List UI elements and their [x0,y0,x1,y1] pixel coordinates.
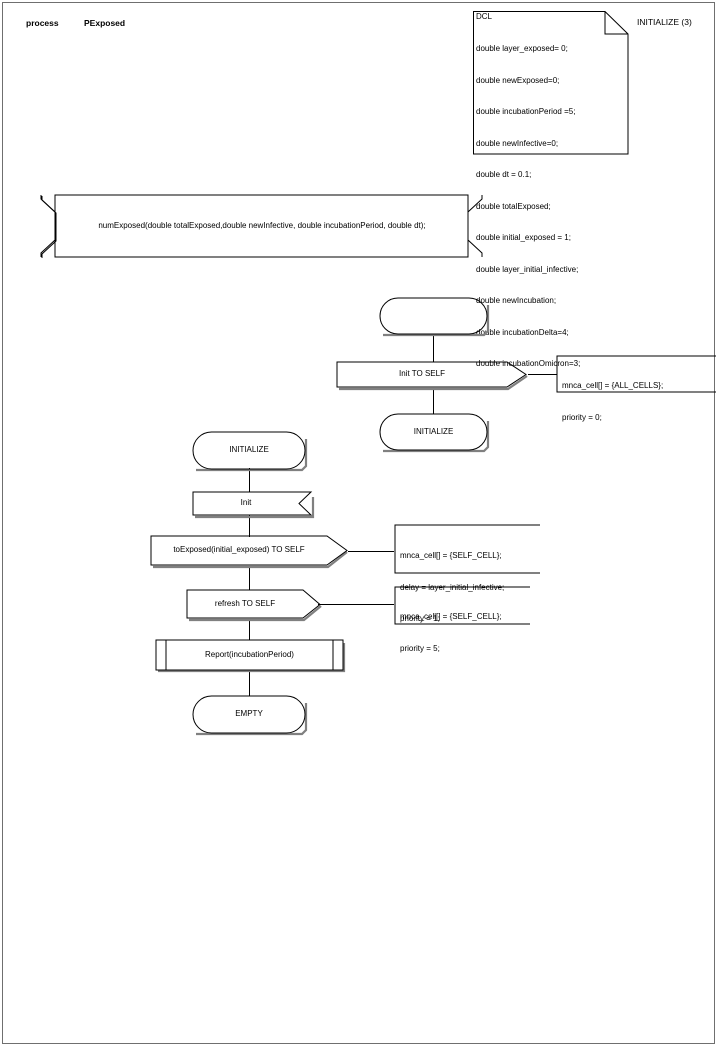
connector-output2-to-call [249,619,250,640]
declaration-line: double layer_exposed= 0; [476,44,568,53]
comment-line: priority = 5; [400,643,440,653]
declaration-title: DCL [476,12,493,21]
output-to-exposed-label: toExposed(initial_exposed) TO SELF [173,545,305,555]
procedure-call-report: Report(incubationPeriod) [155,639,347,673]
connector-input-to-output1 [249,515,250,537]
declaration-line: double dt = 0.1; [476,170,532,179]
input-init: Init [192,491,318,519]
state-empty-shape [192,695,308,736]
procedure-declaration-outline [40,194,483,258]
comment-refresh: mnca_cell[] = {SELF_CELL}; priority = 5; [394,586,530,653]
declaration-line: double layer_initial_infective; [476,264,579,274]
comment-init-to-self-shape [556,355,716,393]
connector-call-to-end [249,670,250,696]
procedure-declaration-text: numExposed(double totalExposed,double ne… [98,220,426,230]
input-init-shape [192,491,315,519]
connector-output1-to-output2 [249,567,250,590]
declaration-line: double newIncubation; [476,296,557,305]
output-refresh: refresh TO SELF [186,589,326,622]
output-to-exposed: toExposed(initial_exposed) TO SELF [150,535,352,569]
connector-state-to-input [249,468,250,492]
state-initialize-a-label: INITIALIZE [413,426,454,436]
state-initialize-b-label: INITIALIZE [229,445,269,455]
connector-start-to-output [433,334,434,362]
comment-line: priority = 1; [400,614,440,623]
declaration-line: double incubationPeriod =5; [476,107,576,116]
process-keyword: process [26,18,59,28]
connector-output-to-state [433,388,434,414]
connector-output2-to-comment [318,604,394,605]
state-initialize-b: INITIALIZE [192,431,310,472]
declaration-line: double newInfective=0; [476,138,559,148]
state-initialize-a-shape [379,413,490,453]
comment-init-to-self: mnca_cell[] = {ALL_CELLS}; priority = 0; [556,355,716,422]
state-initialize-b-shape [192,431,308,472]
state-empty-label: EMPTY [235,709,263,719]
comment-line: mnca_cell[] = {ALL_CELLS}; [562,381,664,390]
declaration-line: double incubationOmicron=3; [476,359,581,368]
comment-init-to-self-lines: mnca_cell[] = {ALL_CELLS}; priority = 0; [562,360,663,444]
procedure-call-report-label: Report(incubationPeriod) [205,649,294,659]
comment-refresh-shape [394,586,530,625]
output-to-exposed-shape [150,535,348,569]
output-refresh-label: refresh TO SELF [214,598,276,608]
procedure-call-report-shape [155,639,346,673]
declaration-block: DCL double layer_exposed= 0; double newE… [472,10,632,368]
declaration-block-outline [473,11,629,155]
process-name: PExposed [84,18,126,28]
start-state-shape [379,297,490,337]
output-init-to-self: Init TO SELF [336,361,532,391]
output-init-to-self-shape [336,361,528,391]
comment-to-exposed: mnca_cell[] = {SELF_CELL}; delay = layer… [394,524,540,623]
declaration-line: double initial_exposed = 1; [476,233,571,242]
comment-line: mnca_cell[] = {SELF_CELL}; [400,612,502,621]
state-empty: EMPTY [192,695,310,736]
declaration-line: double newExposed=0; [476,75,560,85]
output-refresh-shape [186,589,322,622]
comment-refresh-lines: mnca_cell[] = {SELF_CELL}; priority = 5; [400,591,502,675]
start-state [379,297,492,337]
state-initialize-a: INITIALIZE [379,413,492,453]
output-init-to-self-label: Init TO SELF [399,369,445,379]
page-label: INITIALIZE (3) [637,17,692,27]
input-init-label: Init [240,498,252,508]
procedure-declaration-block: numExposed(double totalExposed,double ne… [38,193,486,261]
comment-to-exposed-shape [394,524,540,574]
comment-line: mnca_cell[] = {SELF_CELL}; [400,551,502,560]
declaration-line: double totalExposed; [476,201,551,211]
connector-output1-to-comment [348,551,394,552]
connector-output-to-comment [528,374,557,375]
comment-line: priority = 0; [562,412,602,422]
start-state-label [380,298,487,334]
